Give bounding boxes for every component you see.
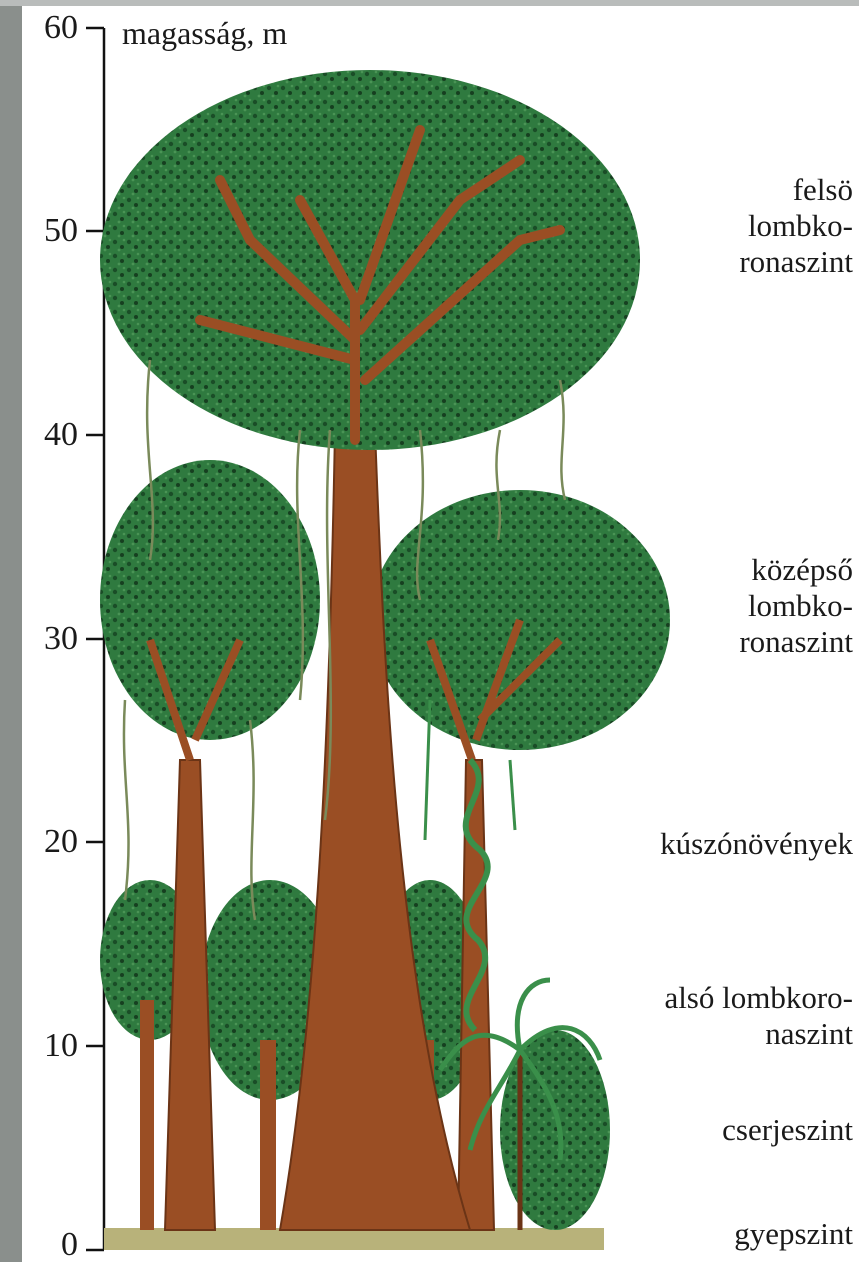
right-border-strip [0,0,859,6]
axis-tick-label-40: 40 [8,418,78,452]
axis-tick-label-10: 10 [8,1029,78,1063]
layer-label-climbers: kúszónövények [660,826,853,862]
axis-tick-label-20: 20 [8,825,78,859]
height-axis [86,28,104,1250]
axis-tick-label-0: 0 [8,1228,78,1262]
left-middle-tree [100,460,320,1230]
layer-label-herb: gyepszint [734,1216,853,1252]
layer-label-shrub: cserjeszint [722,1112,853,1148]
layer-label-upper-canopy: felsö lombko- ronaszint [739,172,853,280]
layer-label-middle-canopy: középső lombko- ronaszint [739,552,853,660]
axis-tick-label-50: 50 [8,214,78,248]
ground-strip [104,1228,604,1250]
axis-title: magasság, m [122,16,287,50]
axis-tick-label-60: 60 [8,11,78,45]
axis-tick-label-30: 30 [8,622,78,656]
layer-label-lower-canopy: alsó lombkoro- naszint [664,980,853,1052]
